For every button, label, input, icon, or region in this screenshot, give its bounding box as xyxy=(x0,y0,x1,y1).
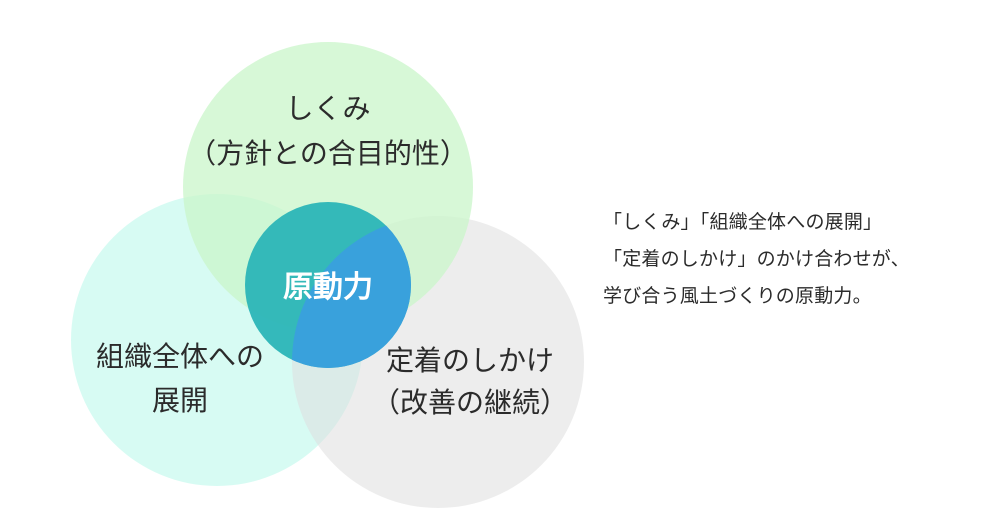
right-label-line2: （改善の継続） xyxy=(372,386,568,419)
caption-text: 「しくみ」「組織全体への展開」 「定着のしかけ」のかけ合わせが、 学び合う風土づ… xyxy=(603,204,993,315)
left-label-line2: 展開 xyxy=(152,384,208,417)
center-label: 原動力 xyxy=(283,270,373,305)
caption-line-1: 「しくみ」「組織全体への展開」 xyxy=(603,211,883,233)
left-label-line1: 組織全体への xyxy=(96,340,264,373)
caption-line-3: 学び合う風土づくりの原動力。 xyxy=(603,285,872,307)
center-overlap-region xyxy=(292,216,411,368)
caption-line-2: 「定着のしかけ」のかけ合わせが、 xyxy=(603,248,910,270)
top-label-line1: しくみ xyxy=(285,92,370,125)
top-label-line2: （方針との合目的性） xyxy=(188,137,468,170)
right-label-line1: 定着のしかけ xyxy=(386,344,554,377)
